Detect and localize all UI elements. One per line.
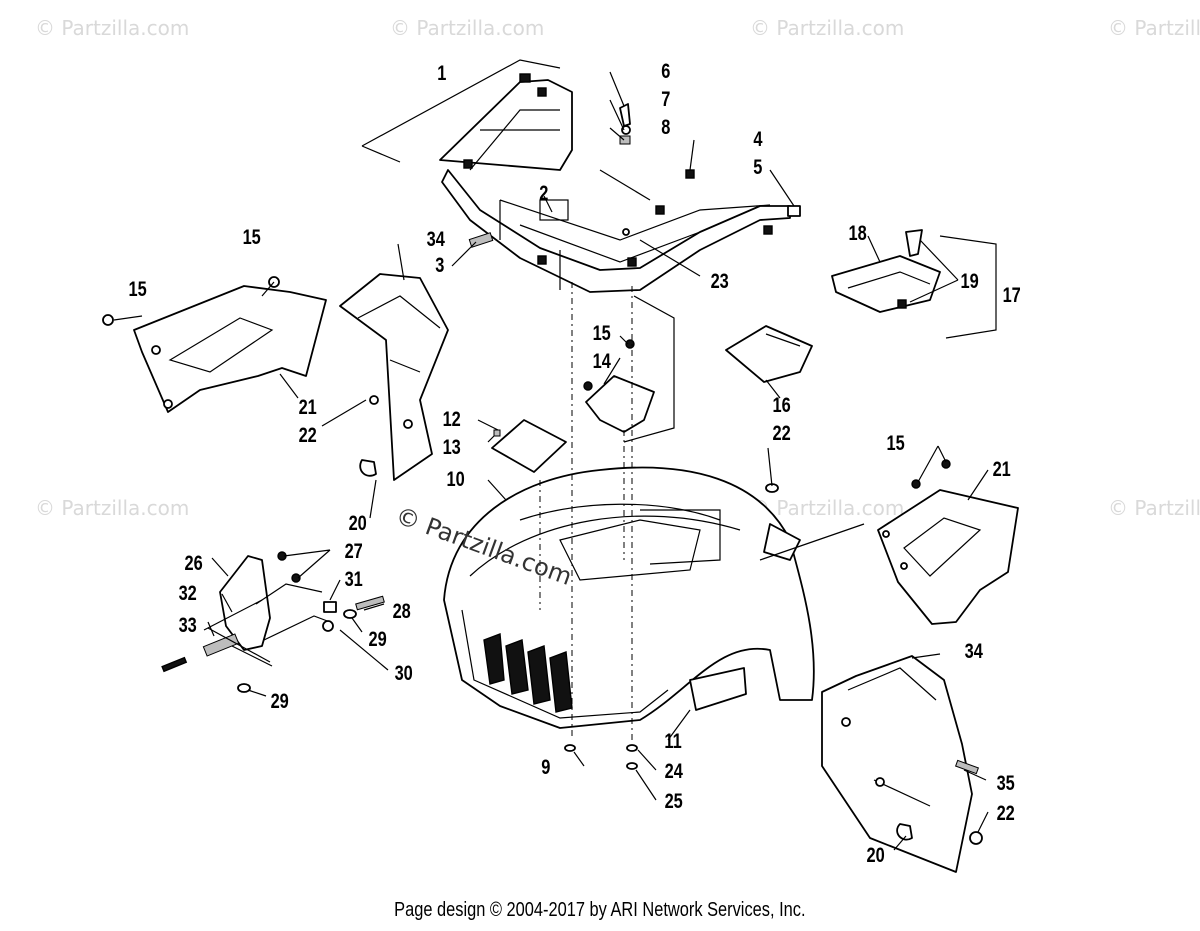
watermark: © Partzilla.com — [390, 16, 544, 40]
fender-hardware — [493, 429, 779, 770]
callout-22c: 22 — [997, 801, 1015, 824]
watermark: © Partzilla.com — [35, 496, 189, 520]
callout-22a: 22 — [299, 423, 317, 446]
callout-19: 19 — [961, 269, 979, 292]
callout-20a: 20 — [349, 511, 367, 534]
callout-10: 10 — [447, 467, 465, 490]
callout-15b: 15 — [129, 277, 147, 300]
callout-21a: 21 — [299, 395, 317, 418]
callout-15d: 15 — [887, 431, 905, 454]
front-fender — [443, 466, 815, 729]
callout-4: 4 — [753, 127, 763, 150]
fastener — [583, 381, 593, 391]
front-rack — [439, 73, 791, 293]
callout-22b: 22 — [773, 421, 791, 444]
storage-cover — [831, 229, 997, 339]
callout-3: 3 — [435, 253, 444, 276]
callout-16: 16 — [773, 393, 791, 416]
callout-15a: 15 — [243, 225, 261, 248]
callout-13: 13 — [443, 435, 461, 458]
callout-1: 1 — [437, 61, 446, 84]
callout-26: 26 — [185, 551, 203, 574]
callout-28: 28 — [393, 599, 411, 622]
callout-21b: 21 — [993, 457, 1011, 480]
watermark: © Partzilla.com — [1108, 496, 1200, 520]
watermark: © Partzilla.com — [1108, 16, 1200, 40]
callout-18: 18 — [849, 221, 867, 244]
watermark: © Partzilla.com — [750, 496, 904, 520]
callout-31: 31 — [345, 567, 363, 590]
callout-33: 33 — [179, 613, 197, 636]
panel-detail — [765, 333, 801, 347]
callout-24: 24 — [665, 759, 684, 782]
callout-34a: 34 — [427, 227, 446, 250]
bracket — [585, 375, 655, 433]
callout-labels: 1 6 7 8 4 5 2 15 34 3 18 23 19 17 15 15 … — [129, 59, 1021, 866]
right-mud-guard — [821, 655, 983, 873]
callout-25: 25 — [665, 789, 683, 812]
callout-29a: 29 — [369, 627, 387, 650]
callout-29b: 29 — [271, 689, 289, 712]
callout-11: 11 — [664, 729, 681, 752]
plate — [491, 419, 567, 473]
callout-27: 27 — [345, 539, 363, 562]
leader-lines — [113, 71, 989, 851]
callout-23: 23 — [711, 269, 729, 292]
callout-30: 30 — [395, 661, 413, 684]
callout-7: 7 — [661, 87, 670, 110]
callout-35: 35 — [997, 771, 1015, 794]
callout-6: 6 — [661, 59, 670, 82]
front-grille — [483, 633, 573, 713]
watermark: © Partzilla.com — [750, 16, 904, 40]
callout-32: 32 — [179, 581, 197, 604]
callout-34b: 34 — [965, 639, 984, 662]
rack-hardware — [468, 103, 801, 248]
page-footer: Page design © 2004-2017 by ARI Network S… — [0, 899, 1200, 922]
centerlines — [539, 282, 675, 740]
callout-20b: 20 — [867, 843, 885, 866]
right-side-panel — [877, 459, 1019, 625]
left-mud-guard — [339, 273, 449, 481]
callout-9: 9 — [541, 755, 550, 778]
footer-text: Page design © 2004-2017 by ARI Network S… — [394, 899, 806, 921]
center-panel — [725, 325, 813, 383]
callout-5: 5 — [753, 155, 762, 178]
watermark-layer: © Partzilla.com © Partzilla.com © Partzi… — [35, 16, 1200, 520]
leader-line — [361, 59, 561, 163]
callout-12: 12 — [443, 407, 461, 430]
callout-2: 2 — [539, 181, 548, 204]
callout-14: 14 — [593, 349, 612, 372]
callout-15c: 15 — [593, 321, 611, 344]
watermark: © Partzilla.com — [35, 16, 189, 40]
callout-8: 8 — [661, 115, 670, 138]
callout-17: 17 — [1003, 283, 1021, 306]
